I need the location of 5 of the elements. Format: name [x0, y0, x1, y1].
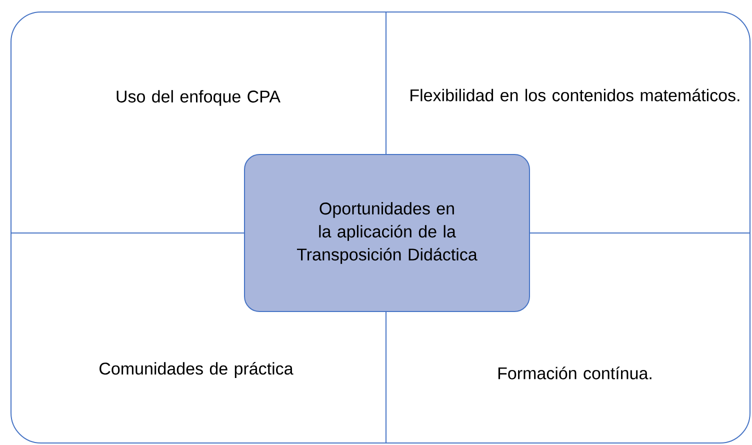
quadrant-text: Uso del enfoque CPA	[116, 90, 280, 106]
quadrant-text: Flexibilidad en los contenidos matemáticos.	[410, 88, 740, 102]
quadrant-text: Comunidades de práctica	[100, 362, 294, 378]
central-box: Oportunidades en la aplicación de la Transposición Didáctica	[244, 154, 530, 312]
quadrant-text: Formación contínua.	[498, 366, 652, 380]
